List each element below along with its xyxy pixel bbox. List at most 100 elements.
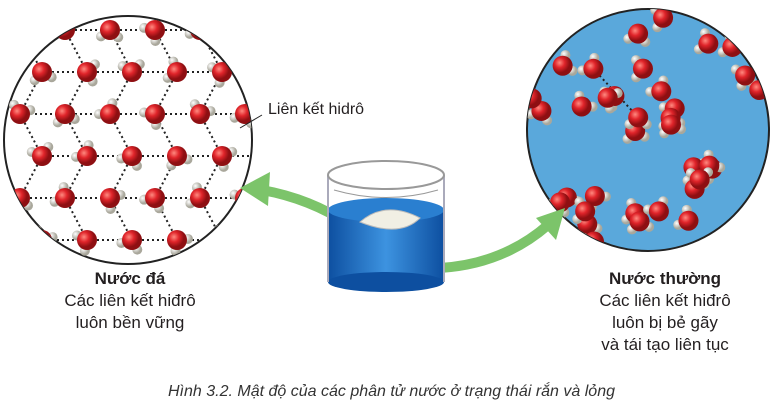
oxygen-atom (100, 20, 120, 40)
oxygen-atom (145, 104, 165, 124)
oxygen-atom (145, 188, 165, 208)
oxygen-atom (628, 107, 649, 128)
oxygen-atom (77, 146, 97, 166)
oxygen-atom (190, 20, 210, 40)
hydrogen-atom (736, 216, 747, 227)
hydrogen-atom (587, 247, 598, 251)
hydrogen-atom (570, 9, 581, 17)
oxygen-atom (122, 62, 142, 82)
ice-circle (3, 15, 253, 265)
hydrogen-atom (242, 16, 252, 25)
oxygen-atom (527, 88, 542, 109)
oxygen-atom (212, 62, 232, 82)
oxygen-atom (32, 62, 52, 82)
oxygen-atom (167, 146, 187, 166)
oxygen-atom (145, 20, 165, 40)
oxygen-atom (742, 208, 763, 229)
oxygen-atom (190, 104, 210, 124)
oxygen-atom (550, 192, 571, 213)
oxygen-atom (55, 188, 75, 208)
liquid-molecules (527, 9, 769, 264)
hydrogen-atom (273, 149, 283, 159)
hydrogen-atom (746, 202, 757, 213)
ice-description: Nước đá Các liên kết hiđrô luôn bền vững (30, 268, 230, 334)
hydrogen-atom (741, 242, 752, 251)
oxygen-atom (651, 81, 672, 102)
hydrogen-atom (552, 254, 562, 264)
oxygen-atom (735, 65, 756, 86)
arrow-head-right-icon (536, 208, 565, 240)
hydrogen-atom (193, 16, 204, 25)
oxygen-atom (32, 146, 52, 166)
hydrogen-bond (592, 68, 639, 119)
liquid-line-2: luôn bị bẻ gãy (612, 313, 718, 332)
oxygen-atom (77, 230, 97, 250)
oxygen-atom (212, 230, 232, 250)
hydrogen-atom (264, 56, 274, 66)
oxygen-atom (212, 146, 232, 166)
oxygen-atom (628, 23, 649, 44)
oxygen-atom (660, 114, 681, 135)
oxygen-atom (632, 58, 653, 79)
figure-caption: Hình 3.2. Mật độ của các phân tử nước ở … (168, 383, 615, 400)
oxygen-atom (678, 210, 699, 231)
arrow-head-left-icon (240, 172, 270, 206)
hydrogen-atom (553, 9, 564, 16)
oxygen-atom (10, 188, 30, 208)
hydrogen-bond-pointer (239, 114, 263, 129)
oxygen-atom (722, 36, 743, 57)
arrow-to-liquid (439, 221, 552, 273)
oxygen-atom (167, 230, 187, 250)
hydrogen-atom (49, 20, 60, 31)
oxygen-atom (55, 104, 75, 124)
hydrogen-atom (272, 72, 282, 82)
hydrogen-bond (244, 29, 252, 73)
oxygen-atom (597, 87, 618, 108)
oxygen-atom (100, 188, 120, 208)
oxygen-atom (10, 20, 30, 40)
oxygen-atom (167, 62, 187, 82)
oxygen-atom (190, 188, 210, 208)
hydrogen-bond-label: Liên kết hidrô (268, 101, 365, 118)
oxygen-atom (235, 20, 252, 40)
ice-line-2: luôn bền vững (75, 313, 185, 332)
ice-title: Nước đá (94, 269, 166, 288)
hydrogen-atom (554, 13, 565, 24)
hydrogen-atom (251, 233, 252, 244)
oxygen-atom (257, 62, 277, 82)
oxygen-atom (726, 234, 747, 251)
hydrogen-atom (66, 16, 77, 26)
hydrogen-atom (263, 246, 273, 256)
oxygen-atom (527, 39, 546, 60)
oxygen-atom (552, 55, 573, 76)
hydrogen-atom (763, 79, 769, 90)
oxygen-atom (100, 104, 120, 124)
oxygen-atom (571, 96, 592, 117)
oxygen-atom (77, 62, 97, 82)
oxygen-atom (539, 9, 560, 28)
hydrogen-atom (541, 46, 552, 57)
ice-line-1: Các liên kết hiđrô (64, 291, 196, 310)
liquid-title: Nước thường (608, 269, 722, 288)
hydrogen-atom (215, 224, 226, 235)
hydrogen-atom (731, 228, 742, 239)
hydrogen-atom (527, 54, 537, 65)
oxygen-atom (749, 79, 769, 100)
hydrogen-atom (31, 225, 42, 236)
oxygen-atom (698, 33, 719, 54)
hydrogen-atom (206, 238, 217, 249)
oxygen-atom (560, 10, 581, 31)
oxygen-atom (575, 201, 596, 222)
oxygen-atom (689, 169, 710, 190)
beaker (327, 160, 445, 292)
oxygen-atom (584, 185, 605, 206)
hydrogen-atom (229, 24, 240, 35)
hydrogen-atom (527, 84, 530, 95)
hydrogen-atom (262, 162, 272, 172)
oxygen-atom (583, 58, 604, 79)
liquid-line-1: Các liên kết hiđrô (599, 291, 731, 310)
oxygen-atom (122, 230, 142, 250)
liquid-line-3: và tái tạo liên tục (601, 335, 729, 354)
oxygen-atom (10, 104, 30, 124)
